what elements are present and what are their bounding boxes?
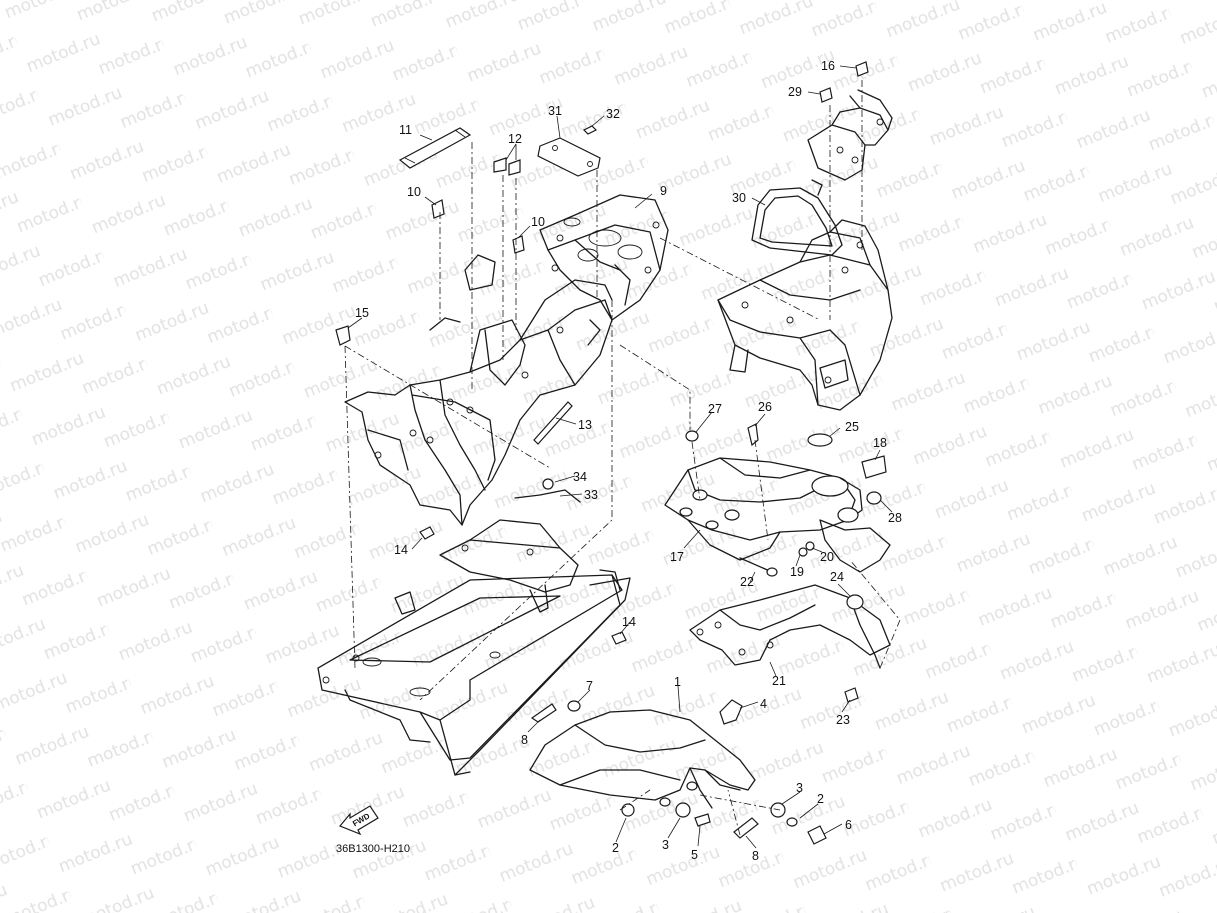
callout-26: 26	[758, 400, 772, 414]
license-bracket	[689, 584, 891, 669]
callout-18: 18	[873, 436, 887, 450]
rear-frame	[317, 519, 631, 776]
callout-22: 22	[740, 575, 754, 589]
callout-13: 13	[578, 418, 592, 432]
callout-31: 31	[548, 104, 562, 118]
leader-lines	[347, 65, 893, 849]
fwd-arrow: FWD	[339, 805, 379, 836]
callout-5: 5	[691, 848, 698, 862]
callout-11: 11	[399, 123, 412, 137]
callout-3a: 3	[662, 838, 669, 852]
callout-3b: 3	[796, 781, 803, 795]
callout-14a: 14	[394, 543, 408, 557]
callout-2b: 2	[817, 792, 824, 806]
callout-16: 16	[821, 59, 835, 73]
callout-28: 28	[888, 511, 902, 525]
assembly-lines	[344, 80, 901, 836]
callout-1: 1	[674, 675, 681, 689]
callout-32: 32	[606, 107, 620, 121]
callout-6: 6	[845, 818, 852, 832]
tail-frame	[717, 219, 893, 411]
callout-10a: 10	[407, 185, 421, 199]
callout-29: 29	[788, 85, 802, 99]
callout-8a: 8	[521, 733, 528, 747]
callout-19: 19	[790, 565, 804, 579]
callout-23: 23	[836, 713, 850, 727]
callout-21: 21	[772, 674, 786, 688]
callout-17: 17	[670, 550, 684, 564]
rear-fender	[344, 254, 613, 526]
callout-25: 25	[845, 420, 859, 434]
callout-24: 24	[830, 570, 844, 584]
callout-27: 27	[708, 402, 722, 416]
callout-14b: 14	[622, 615, 636, 629]
callout-9: 9	[660, 184, 667, 198]
diagram-code: 36B1300-H210	[336, 843, 410, 855]
callout-2a: 2	[612, 841, 619, 855]
tail-bracket	[751, 89, 893, 256]
callout-33: 33	[584, 488, 598, 502]
callout-34: 34	[573, 470, 587, 484]
rear-cowl-bottom	[664, 457, 891, 573]
seat-tray	[539, 194, 669, 321]
callout-30: 30	[732, 191, 746, 205]
callout-4: 4	[760, 697, 767, 711]
callout-12: 12	[508, 132, 522, 146]
callouts: 11 12 10 10 31 32 9 30 16 29 15 13 34 33…	[355, 59, 902, 863]
callout-15: 15	[355, 306, 369, 320]
callout-8b: 8	[752, 849, 759, 863]
callout-10b: 10	[531, 215, 545, 229]
front-fender	[529, 709, 756, 809]
callout-20: 20	[820, 550, 834, 564]
callout-7: 7	[586, 679, 593, 693]
